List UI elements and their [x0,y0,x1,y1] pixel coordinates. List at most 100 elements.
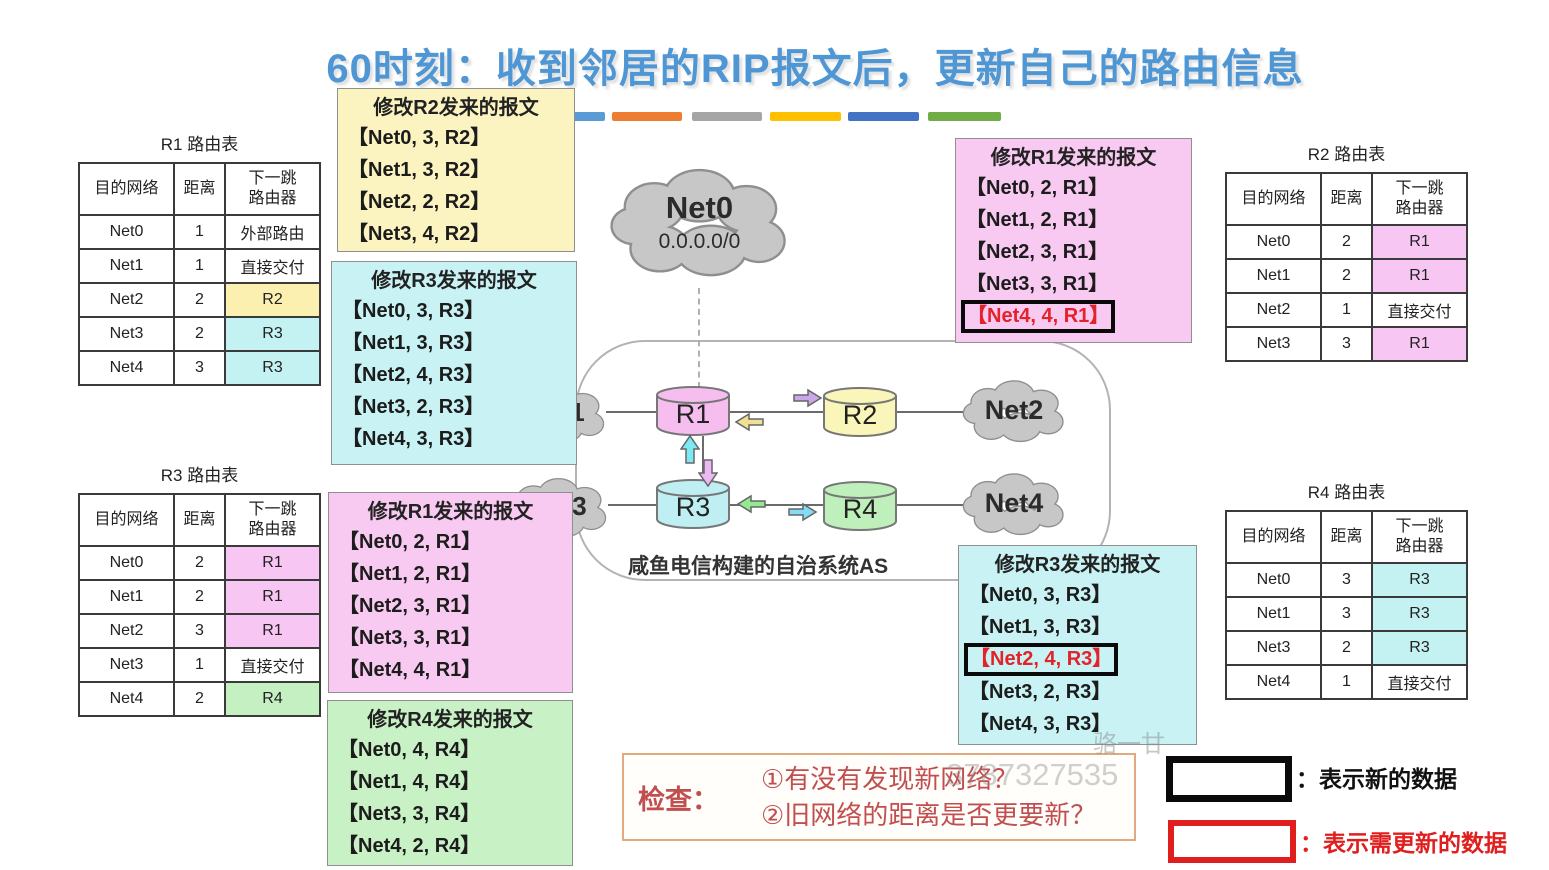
link-net3-r3 [608,504,661,506]
msg-title: 修改R1发来的报文 [990,147,1157,169]
table-cell: 2 [175,318,224,350]
check-questions: ①有没有发现新网络？ ②旧网络的距离是否更要新？ [761,761,1096,833]
table-cell: Net3 [80,318,173,350]
rip-entry: 【Net2, 2, R2】 [348,191,491,213]
legend-new-data-label: ：表示新的数据 [1296,766,1457,792]
table-cell: Net0 [80,216,173,248]
link-r2-net2 [895,411,985,413]
rip-entry: 【Net0, 2, R1】 [966,177,1109,199]
table-cell: 1 [1322,666,1371,698]
net4-label: Net4 [984,488,1044,518]
divider-dash [770,112,841,121]
table-cell: 1 [175,216,224,248]
column-header: 目的网络 [80,164,173,214]
rip-entry: 【Net2, 3, R1】 [339,595,482,617]
table-cell: Net1 [80,581,173,613]
table-cell: R1 [1373,328,1466,360]
rip-entry: 【Net0, 2, R1】 [339,531,482,553]
page-title: 60时刻：收到邻居的RIP报文后，更新自己的路由信息 [326,47,1304,91]
router-r3: R3 [655,478,731,530]
table-cell: R1 [226,547,319,579]
router-r1: R1 [655,385,731,437]
table-cell: 3 [175,615,224,647]
table-cell: R1 [226,615,319,647]
arrow-up-into-r1-icon [680,434,700,464]
rip-entry: 【Net3, 4, R2】 [348,223,491,245]
arrow-left-into-r1-icon [734,412,764,432]
link-r3-r4 [726,504,826,506]
table-cell: 直接交付 [1373,666,1466,698]
rip-entry: 【Net0, 3, R3】 [342,300,485,322]
table-cell: 1 [175,649,224,681]
rip-entry: 【Net1, 4, R4】 [338,771,481,793]
msg-lines: 【Net0, 4, R4】【Net1, 4, R4】【Net3, 3, R4】【… [336,734,564,862]
router-r4: R4 [822,480,898,532]
msg-lines: 【Net0, 3, R3】【Net1, 3, R3】【Net2, 4, R3】【… [964,579,1188,740]
link-r4-net4 [893,504,983,506]
table-cell: Net0 [1227,564,1320,596]
table-cell: Net4 [80,683,173,715]
table-cell: 3 [1322,564,1371,596]
table-cell: R2 [226,284,319,316]
check-question-1: ①有没有发现新网络？ [761,764,1019,794]
table-cell: R3 [226,352,319,384]
table-cell: Net1 [1227,598,1320,630]
rip-entry: 【Net1, 3, R3】 [342,332,485,354]
table-cell: 外部路由 [226,216,319,248]
table-cell: R1 [226,581,319,613]
cylinder-icon [823,481,897,531]
table-cell: Net2 [80,615,173,647]
table-cell: R3 [226,318,319,350]
table-cell: 1 [175,250,224,282]
rip-entry: 【Net4, 4, R1】 [961,300,1183,333]
column-header: 距离 [1322,512,1371,562]
table-cell: Net0 [1227,226,1320,258]
msg-from-r4: 修改R4发来的报文 【Net0, 4, R4】【Net1, 4, R4】【Net… [327,700,573,866]
msg-from-r1-right: 修改R1发来的报文 【Net0, 2, R1】【Net1, 2, R1】【Net… [955,138,1192,343]
net2-label: Net2 [984,395,1044,425]
msg-title: 修改R3发来的报文 [994,554,1161,576]
rip-entry: 【Net0, 4, R4】 [338,739,481,761]
router-r2-label: R2 [842,400,878,430]
column-header: 下一跳 路由器 [226,495,319,545]
rip-entry: 【Net3, 2, R3】 [342,396,485,418]
link-net1-r1 [606,411,661,413]
msg-from-r1-left: 修改R1发来的报文 【Net0, 2, R1】【Net1, 2, R1】【Net… [328,492,573,693]
router-r2: R2 [822,386,898,438]
check-label: 检查： [638,784,719,815]
router-r4-label: R4 [842,494,878,524]
rip-entry: 【Net3, 3, R1】 [339,627,482,649]
rip-entry: 【Net2, 3, R1】 [966,241,1109,263]
check-question-2: ②旧网络的距离是否更要新？ [761,800,1097,830]
column-header: 目的网络 [1227,174,1320,224]
column-header: 距离 [175,164,224,214]
table-cell: 3 [1322,598,1371,630]
table-cell: 直接交付 [226,649,319,681]
rip-entry: 【Net0, 3, R2】 [348,127,491,149]
rip-entry: 【Net4, 2, R4】 [338,835,481,857]
msg-title: 修改R2发来的报文 [373,97,539,119]
arrow-right-into-r4-icon [788,502,818,522]
column-header: 目的网络 [80,495,173,545]
legend-update-data-label: ：表示需更新的数据 [1300,830,1507,856]
rip-entry: 【Net4, 4, R1】 [339,659,482,681]
table-cell: Net1 [80,250,173,282]
legend-update-data-swatch [1168,820,1296,863]
column-header: 距离 [175,495,224,545]
column-header: 下一跳 路由器 [1373,174,1466,224]
table-cell: Net3 [80,649,173,681]
table-cell: 2 [175,683,224,715]
router-r3-label: R3 [675,492,711,522]
table-cell: Net4 [80,352,173,384]
msg-from-r3-right: 修改R3发来的报文 【Net0, 3, R3】【Net1, 3, R3】【Net… [958,545,1197,745]
link-r1-r3 [702,436,704,482]
table-cell: R1 [1373,260,1466,292]
table-cell: Net0 [80,547,173,579]
